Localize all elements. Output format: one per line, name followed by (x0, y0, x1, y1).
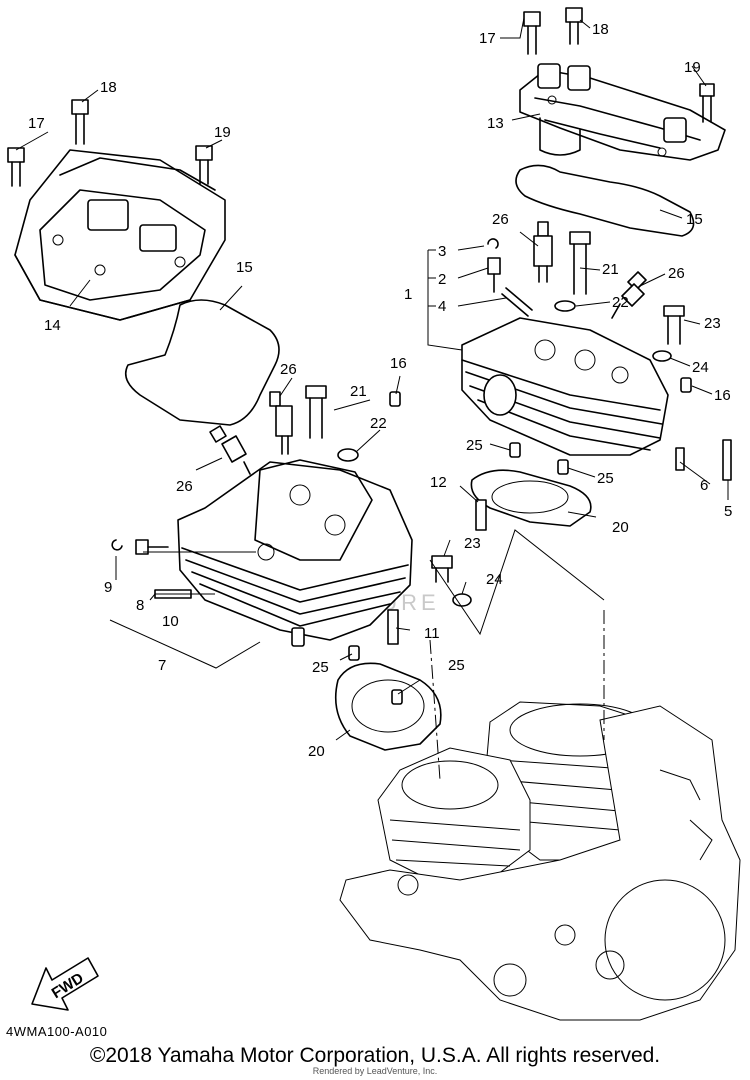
rear-cylinder-head (461, 317, 669, 456)
callout-1: 1 (404, 286, 412, 303)
callout-8: 8 (136, 597, 144, 614)
callout-19: 19 (684, 59, 701, 76)
fwd-arrow-icon: FWD (31, 957, 99, 1011)
callout-3: 3 (438, 243, 446, 260)
rear-cover-gasket (515, 164, 695, 237)
callout-16: 16 (714, 387, 731, 404)
callout-5: 5 (724, 503, 732, 520)
callout-12: 12 (430, 474, 447, 491)
callout-25: 25 (466, 437, 483, 454)
front-head-cover (14, 149, 226, 321)
callout-25: 25 (597, 470, 614, 487)
callout-15: 15 (236, 259, 253, 276)
callout-22: 22 (612, 294, 629, 311)
callout-6: 6 (700, 477, 708, 494)
callout-24: 24 (486, 571, 503, 588)
callout-19: 19 (214, 124, 231, 141)
rendered-by-notice: Rendered by LeadVenture, Inc. (312, 1066, 438, 1076)
callout-4: 4 (438, 298, 446, 315)
rear-head-cover (519, 63, 726, 161)
callout-25: 25 (448, 657, 465, 674)
callout-16: 16 (390, 355, 407, 372)
leader-lines (15, 17, 729, 781)
callout-18: 18 (592, 21, 609, 38)
callout-22: 22 (370, 415, 387, 432)
callout-labels: 17 18 19 13 15 18 17 19 14 15 26 3 2 1 4… (28, 21, 732, 760)
callout-23: 23 (464, 535, 481, 552)
callout-11: 11 (424, 625, 440, 642)
callout-10: 10 (162, 613, 179, 630)
callout-25: 25 (312, 659, 329, 676)
front-bolts (7, 99, 213, 187)
callout-15: 15 (686, 211, 703, 228)
callout-17: 17 (479, 30, 496, 47)
front-head-gasket (334, 662, 442, 751)
callout-17: 17 (28, 115, 45, 132)
callout-21: 21 (350, 383, 367, 400)
callout-2: 2 (438, 271, 446, 288)
callout-23: 23 (704, 315, 721, 332)
callout-7: 7 (158, 657, 166, 674)
rear-head-gasket (470, 469, 592, 527)
front-head-small-parts (111, 385, 487, 705)
callout-21: 21 (602, 261, 619, 278)
callout-9: 9 (104, 579, 112, 596)
copyright-notice: ©2018 Yamaha Motor Corporation, U.S.A. A… (89, 1044, 661, 1067)
callout-13: 13 (487, 115, 504, 132)
front-cylinder-head (177, 459, 413, 647)
callout-18: 18 (100, 79, 117, 96)
callout-26: 26 (280, 361, 297, 378)
callout-20: 20 (308, 743, 325, 760)
callout-14: 14 (44, 317, 61, 334)
callout-26: 26 (668, 265, 685, 282)
callout-20: 20 (612, 519, 629, 536)
callout-26: 26 (492, 211, 509, 228)
rear-head-small-parts (487, 221, 732, 481)
front-cover-gasket (124, 299, 280, 426)
callout-26: 26 (176, 478, 193, 495)
diagram-code: 4WMA100-A010 (6, 1024, 108, 1039)
callout-24: 24 (692, 359, 709, 376)
engine-block (339, 701, 741, 1021)
